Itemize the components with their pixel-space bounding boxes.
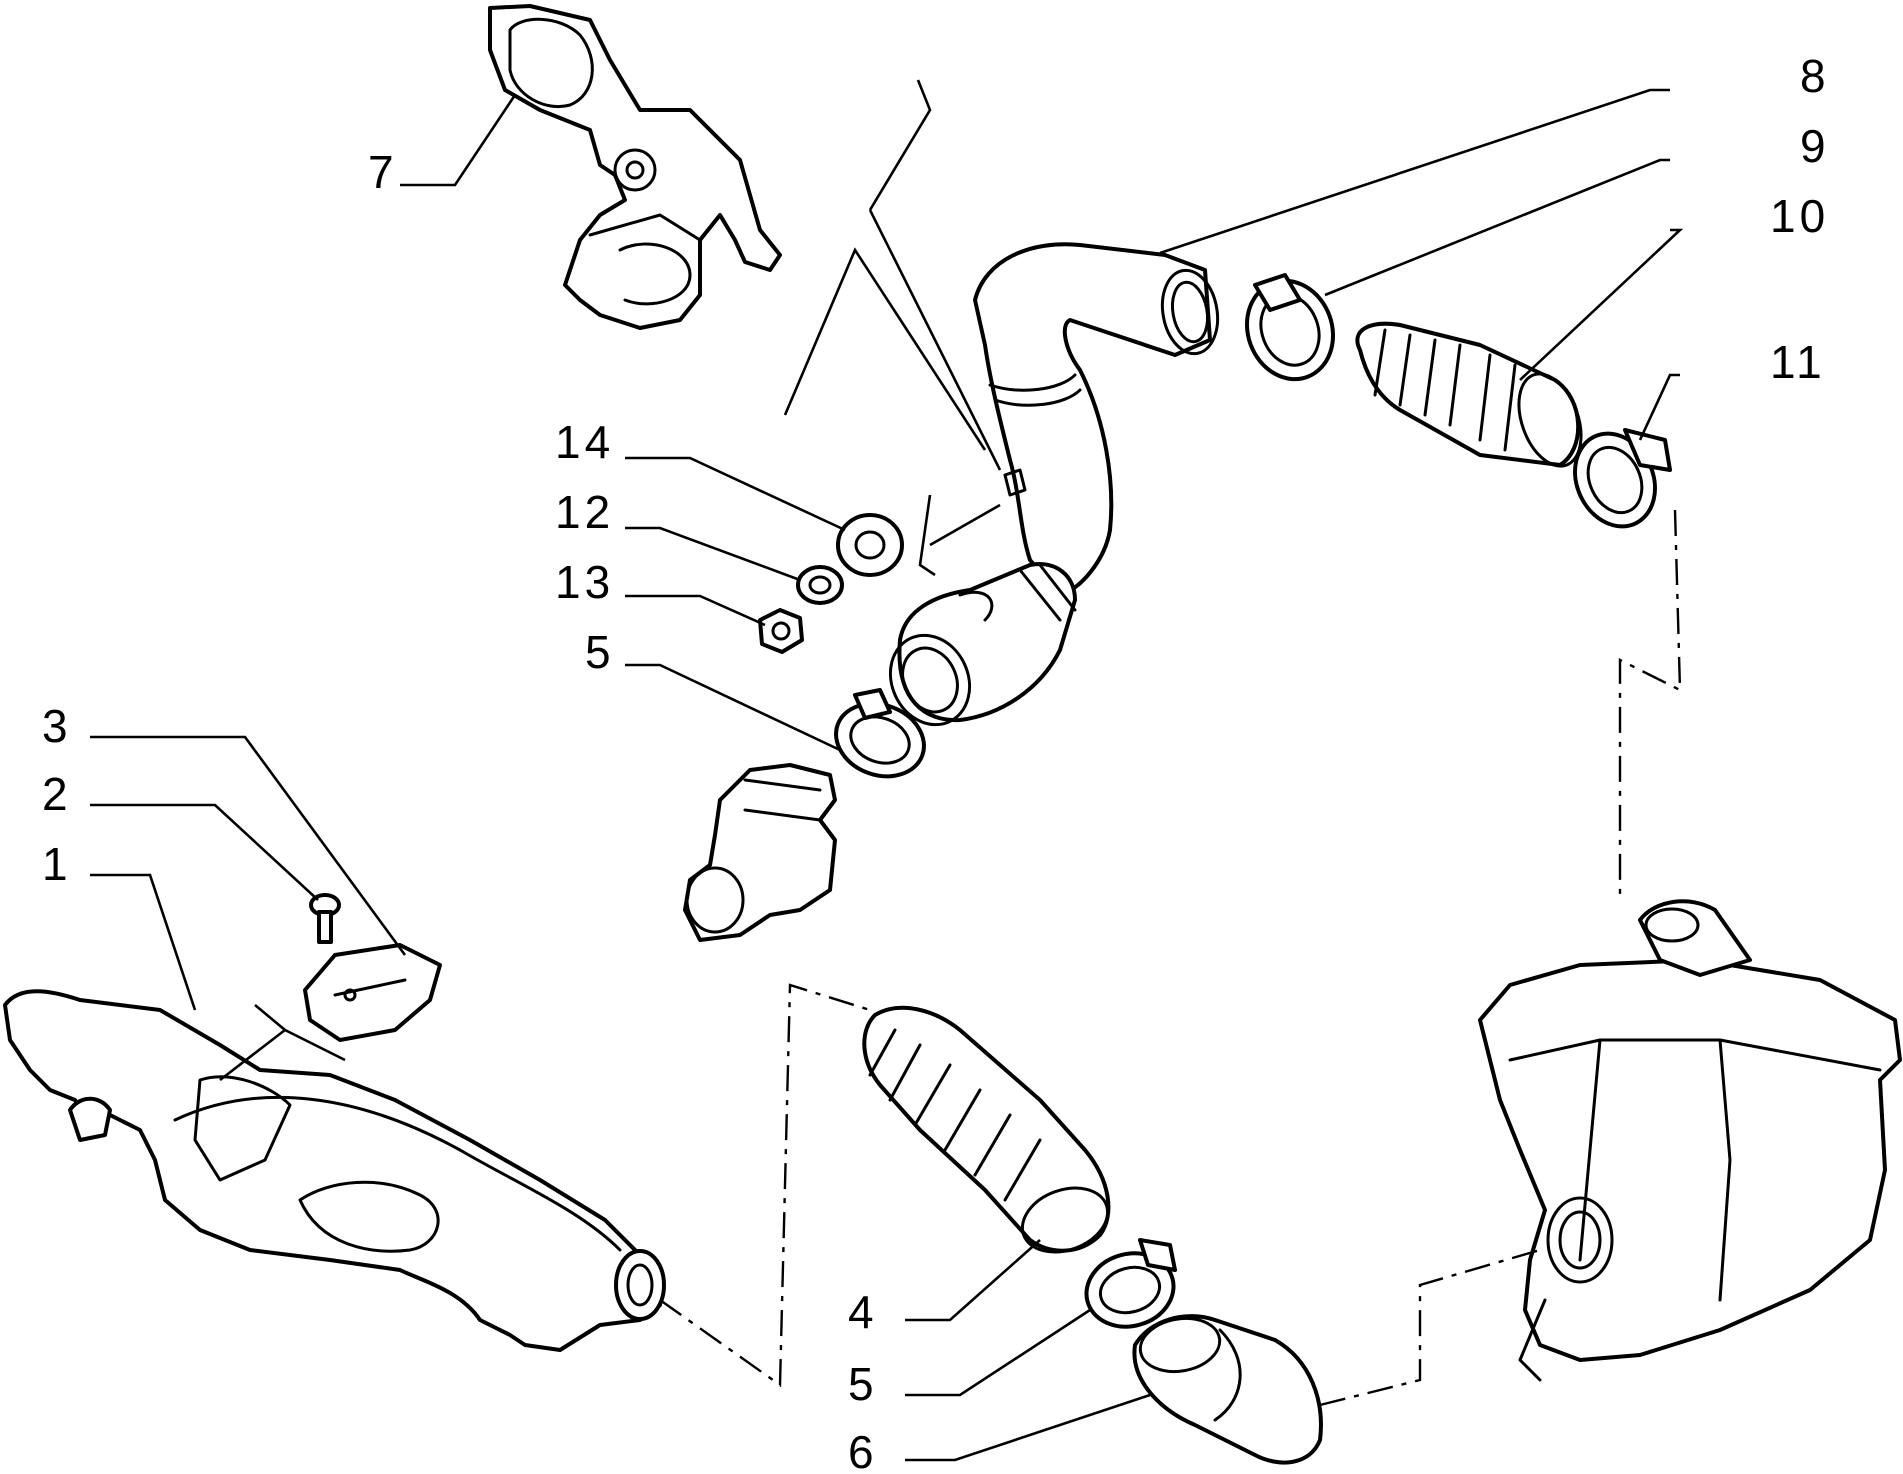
part-8-air-pipe	[888, 242, 1220, 727]
part-13-nut	[758, 608, 804, 654]
leader-8	[1159, 88, 1670, 255]
leader-5-upper	[625, 663, 841, 752]
part-4-corrugated-hose	[862, 1005, 1111, 1254]
part-5-hose-clamp-lower	[1084, 1238, 1177, 1329]
leader-4	[905, 1239, 1041, 1322]
connection-lines	[659, 509, 1682, 1407]
callout-10: 10	[1770, 190, 1829, 242]
part-11-hose-clamp	[1573, 428, 1672, 529]
air-filter-box	[1478, 899, 1902, 1382]
leader-3	[90, 735, 407, 956]
callout-11: 11	[1770, 336, 1826, 388]
part-5-hose-clamp-upper	[834, 688, 926, 779]
leader-14	[625, 456, 846, 532]
leader-5-lower	[905, 1308, 1091, 1397]
part-3-plate	[303, 943, 442, 1042]
part-6-rubber-elbow	[1132, 1314, 1323, 1465]
part-1-intake-duct	[3, 989, 666, 1352]
callout-5-lower: 5	[848, 1358, 878, 1410]
part-14-grommet	[836, 513, 904, 577]
leader-lines	[90, 88, 1684, 1462]
leader-13	[625, 594, 766, 627]
callout-6: 6	[848, 1426, 878, 1474]
callout-labels: 7 8 9 10 11 14 12 13 5 3 2 1 4 5 6	[42, 50, 1830, 1474]
part-2-bolt	[309, 893, 341, 944]
callout-8: 8	[1800, 50, 1830, 102]
callout-9: 9	[1800, 120, 1830, 172]
callout-7: 7	[368, 146, 398, 198]
leader-2	[90, 803, 319, 901]
callout-12: 12	[555, 486, 614, 538]
leader-7	[400, 94, 517, 187]
break-lines	[219, 79, 1002, 1082]
leader-6	[905, 1393, 1151, 1462]
callout-1: 1	[42, 838, 72, 890]
callout-3: 3	[42, 700, 72, 752]
leader-12	[625, 526, 801, 582]
part-9-hose-clamp	[1244, 273, 1336, 382]
throttle-body	[683, 763, 837, 942]
leader-1	[90, 873, 197, 1011]
part-10-corrugated-hose	[1355, 321, 1583, 468]
leader-9	[1324, 158, 1670, 297]
part-7-bracket	[488, 4, 782, 330]
part-12-spacer	[796, 565, 844, 605]
callout-13: 13	[555, 556, 614, 608]
callout-4: 4	[848, 1286, 878, 1338]
callout-5-upper: 5	[585, 626, 615, 678]
leader-11	[1638, 373, 1680, 441]
callout-2: 2	[42, 768, 72, 820]
leader-10	[1519, 228, 1684, 381]
callout-14: 14	[555, 416, 614, 468]
